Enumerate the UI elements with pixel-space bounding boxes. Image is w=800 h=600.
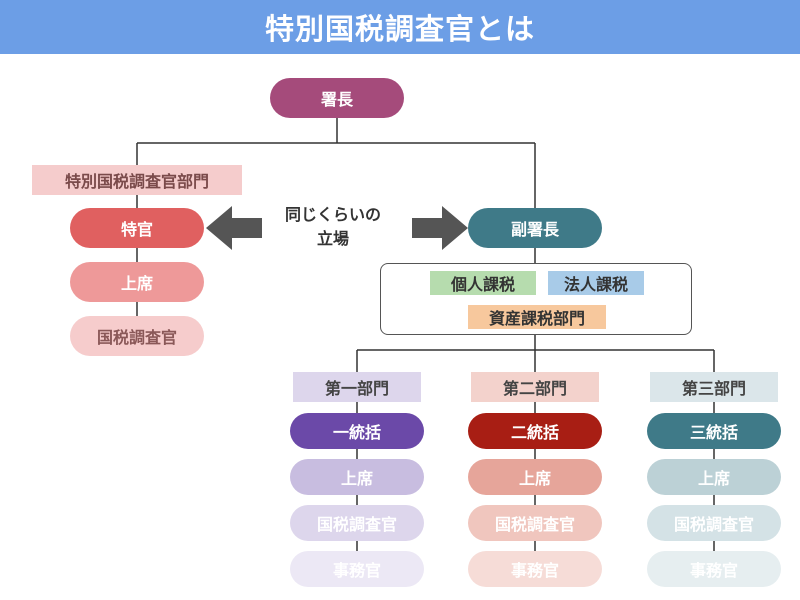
title-bar: 特別国税調査官とは [0, 0, 800, 54]
chain-box: 国税調査官 [290, 505, 424, 541]
deputy-box: 副署長 [468, 208, 602, 248]
chain-box: 上席 [647, 459, 781, 495]
chain-box: 事務官 [290, 551, 424, 587]
special-dept-label: 特別国税調査官部門 [32, 165, 242, 195]
chain-box: 事務官 [647, 551, 781, 587]
head-box: 署長 [270, 78, 404, 118]
chain-box: 上席 [468, 459, 602, 495]
chain-box: 国税調査官 [468, 505, 602, 541]
same-level-line2: 立場 [316, 229, 349, 248]
special-investigator-box: 国税調査官 [70, 316, 204, 356]
dept-name: 第一部門 [293, 372, 421, 402]
special-senior-box: 上席 [70, 262, 204, 302]
chain-box: 国税調査官 [647, 505, 781, 541]
page-title: 特別国税調査官とは [264, 12, 535, 46]
chain-box: 上席 [290, 459, 424, 495]
same-level-line1: 同じくらいの [284, 205, 381, 224]
special-officer-box: 特官 [70, 208, 204, 248]
dept-name: 第二部門 [471, 372, 599, 402]
arrow-left-icon [206, 206, 262, 250]
chain-box: 三統括 [647, 413, 781, 449]
dept-name: 第三部門 [650, 372, 778, 402]
chain-box: 一統括 [290, 413, 424, 449]
arrow-right-icon [412, 206, 468, 250]
asset-tax-label: 資産課税部門 [468, 305, 606, 329]
same-level-text: 同じくらいの 立場 [268, 203, 398, 251]
individual-tax-label: 個人課税 [430, 271, 536, 295]
chain-box: 二統括 [468, 413, 602, 449]
chain-box: 事務官 [468, 551, 602, 587]
corporate-tax-label: 法人課税 [548, 271, 644, 295]
